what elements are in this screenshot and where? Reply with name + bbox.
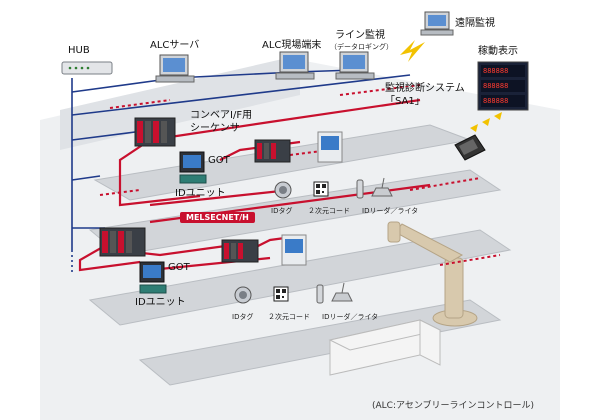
reader-top-label: IDリーダ／ライタ [362, 207, 419, 215]
id-unit-top-label: IDユニット [175, 188, 226, 199]
qr-code-top-label: ２次元コード [308, 207, 350, 215]
line-monitor-sub-label: （データロギング） [330, 43, 393, 51]
sequencer-bottom [99, 227, 146, 257]
display-digits-row-3: 888888 [483, 97, 509, 105]
line-monitor-computer [335, 51, 375, 80]
footnote: (ALC:アセンブリーラインコントロール) [372, 401, 535, 411]
sa1-handheld-device [454, 134, 486, 161]
robot-arm [387, 221, 478, 327]
operation-display-label: 稼動表示 [478, 46, 518, 57]
alc-terminal-label: ALC現場端末 [262, 40, 322, 51]
network-label: MELSECNET/H [180, 212, 255, 223]
display-digits-row-1: 888888 [483, 67, 509, 75]
qr-code-bottom-icon [273, 286, 289, 302]
got-panel-bottom [139, 261, 165, 283]
alc-field-terminal [275, 51, 315, 80]
reader-writer-bottom-icon [316, 282, 353, 304]
reader-writer-top-icon [356, 177, 393, 199]
display-digits-row-2: 888888 [483, 82, 509, 90]
conveyor-sequencer-label-2: シーケンサ [190, 123, 240, 134]
line-monitor-label: ライン監視 [335, 30, 385, 41]
wireless-bolt-icon [400, 40, 425, 62]
id-tag-bottom-icon [234, 286, 252, 304]
id-unit-bottom-label: IDユニット [135, 297, 186, 308]
got-top-label: GOT [208, 155, 230, 166]
id-tag-top-icon [274, 181, 292, 199]
id-unit-bottom [139, 284, 167, 294]
machine-terminal-top [317, 131, 343, 163]
qr-code-top-icon [313, 181, 329, 197]
qr-code-bottom-label: ２次元コード [268, 313, 310, 321]
reader-bottom-label: IDリーダ／ライタ [322, 313, 379, 321]
got-panel-top [179, 151, 205, 173]
sequencer-mid-bottom [221, 239, 259, 263]
machine-terminal-bottom [281, 234, 307, 266]
hub-device [61, 61, 113, 75]
box-stack [328, 319, 442, 376]
id-tag-bottom-label: IDタグ [232, 313, 254, 321]
hub-label: HUB [68, 45, 90, 56]
operation-display-board [477, 61, 529, 111]
conveyor-sequencer-label-1: コンベアI/F用 [190, 110, 253, 121]
yellow-signal-arrows [470, 112, 502, 132]
alc-server-computer [155, 54, 195, 83]
alc-server-label: ALCサーバ [150, 40, 200, 51]
id-unit-top [179, 174, 207, 184]
diag-system-sub-label: 「SA1」 [385, 96, 425, 107]
diag-system-label: 監視診断システム [385, 83, 465, 94]
got-bottom-label: GOT [168, 262, 190, 273]
sequencer-top [134, 117, 176, 147]
remote-monitor-label: 遠隔監視 [455, 18, 495, 29]
remote-monitor-computer [420, 11, 454, 36]
id-tag-top-label: IDタグ [271, 207, 293, 215]
network-dotted [99, 84, 501, 266]
sequencer-mid-top [254, 139, 291, 163]
